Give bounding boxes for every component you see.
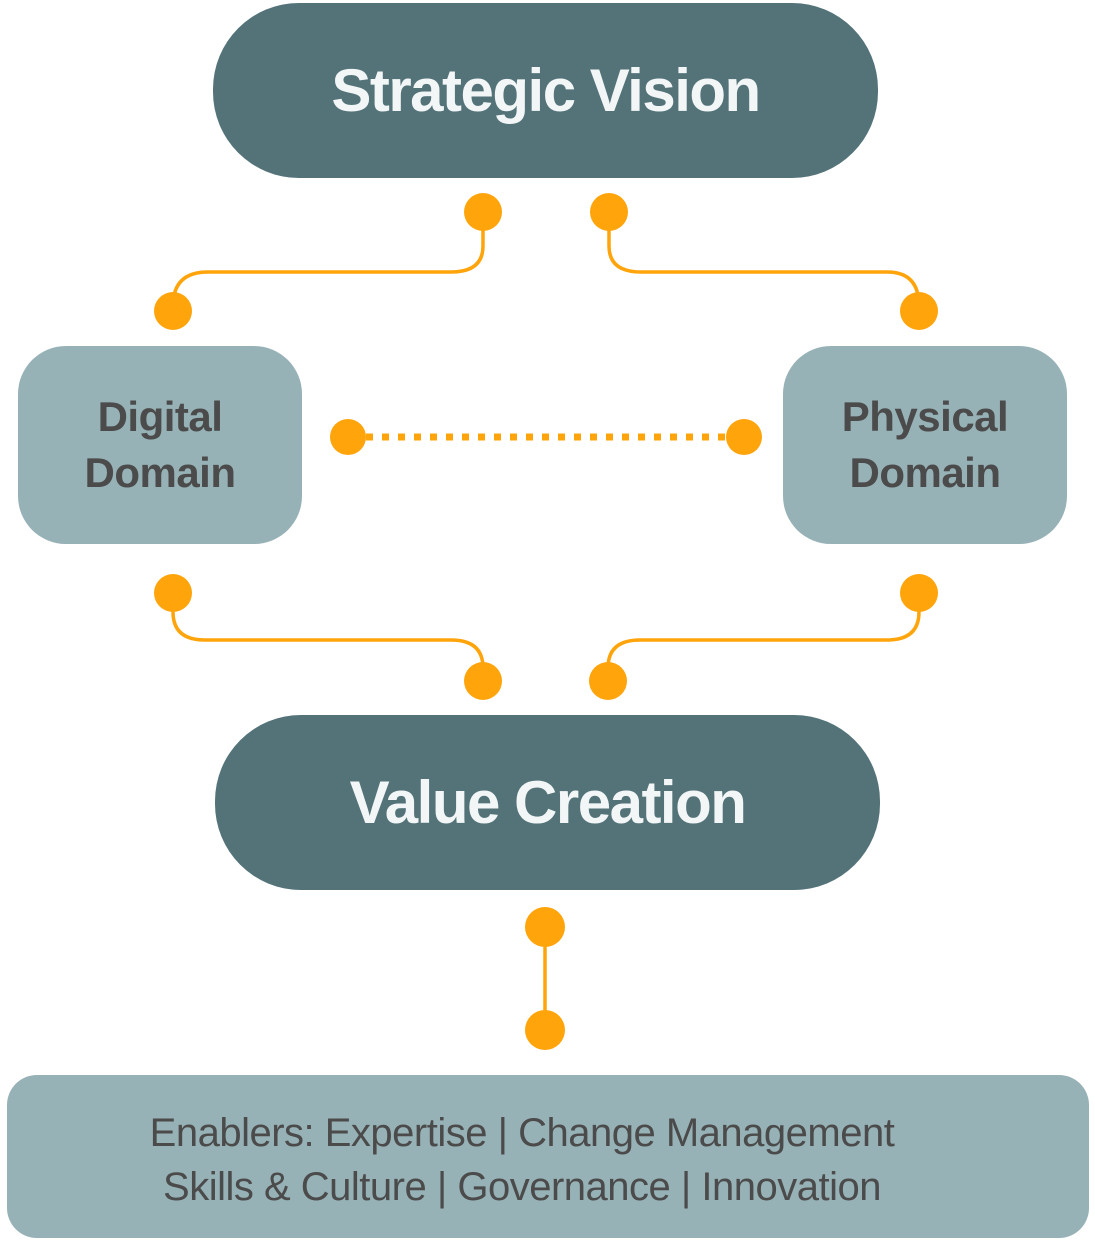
digital-domain-label-line1: Digital — [97, 393, 223, 440]
connector-dot — [900, 574, 938, 612]
connector-digital-to-value — [171, 593, 485, 669]
enablers-label-line1: Enablers: Expertise | Change Management — [149, 1110, 895, 1155]
connector-physical-to-value — [606, 593, 921, 669]
connector-dot — [589, 662, 627, 700]
node-strategic-vision: Strategic Vision — [213, 3, 878, 178]
connector-strategic-to-digital — [171, 212, 485, 307]
physical-domain-label-line2: Domain — [849, 449, 1001, 496]
connector-dot — [900, 292, 938, 330]
strategic-vision-label: Strategic Vision — [331, 57, 761, 124]
connector-dot — [726, 419, 762, 455]
node-physical-domain: Physical Domain — [783, 346, 1067, 544]
connector-dot — [464, 193, 502, 231]
node-enablers: Enablers: Expertise | Change Management … — [7, 1075, 1089, 1238]
connector-dot — [154, 292, 192, 330]
enablers-label-line2: Skills & Culture | Governance | Innovati… — [163, 1164, 881, 1209]
node-value-creation: Value Creation — [215, 715, 880, 890]
connector-dot — [154, 574, 192, 612]
physical-domain-label-line1: Physical — [841, 393, 1009, 440]
node-digital-domain: Digital Domain — [18, 346, 302, 544]
connector-dot — [525, 1010, 565, 1050]
connector-dot — [464, 662, 502, 700]
connector-dot — [590, 193, 628, 231]
digital-domain-label-line2: Domain — [84, 449, 236, 496]
connector-dot — [525, 907, 565, 947]
connector-dot — [330, 419, 366, 455]
value-creation-label: Value Creation — [349, 769, 747, 836]
connector-strategic-to-physical — [607, 212, 921, 307]
